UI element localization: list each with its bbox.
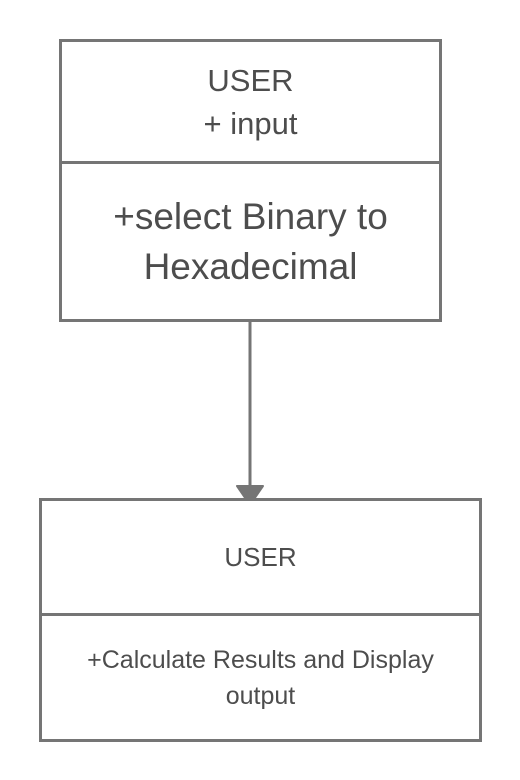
class-method-line: +Calculate Results and Display [87, 645, 434, 674]
class-method-line: Hexadecimal [143, 245, 358, 287]
class-method-line: +select Binary to [113, 195, 388, 237]
class-name: USER [224, 542, 297, 572]
class-box-bottom-methods: +Calculate Results and Display output [42, 613, 479, 739]
class-attribute: + input [203, 105, 298, 141]
class-box-top[interactable]: USER + input +select Binary to Hexadecim… [59, 39, 442, 322]
class-box-top-methods: +select Binary to Hexadecimal [62, 161, 439, 319]
class-box-bottom[interactable]: USER +Calculate Results and Display outp… [39, 498, 482, 742]
class-box-top-header: USER + input [62, 42, 439, 161]
class-name: USER [207, 62, 294, 98]
class-box-bottom-header: USER [42, 501, 479, 613]
class-method-line: output [225, 681, 296, 710]
